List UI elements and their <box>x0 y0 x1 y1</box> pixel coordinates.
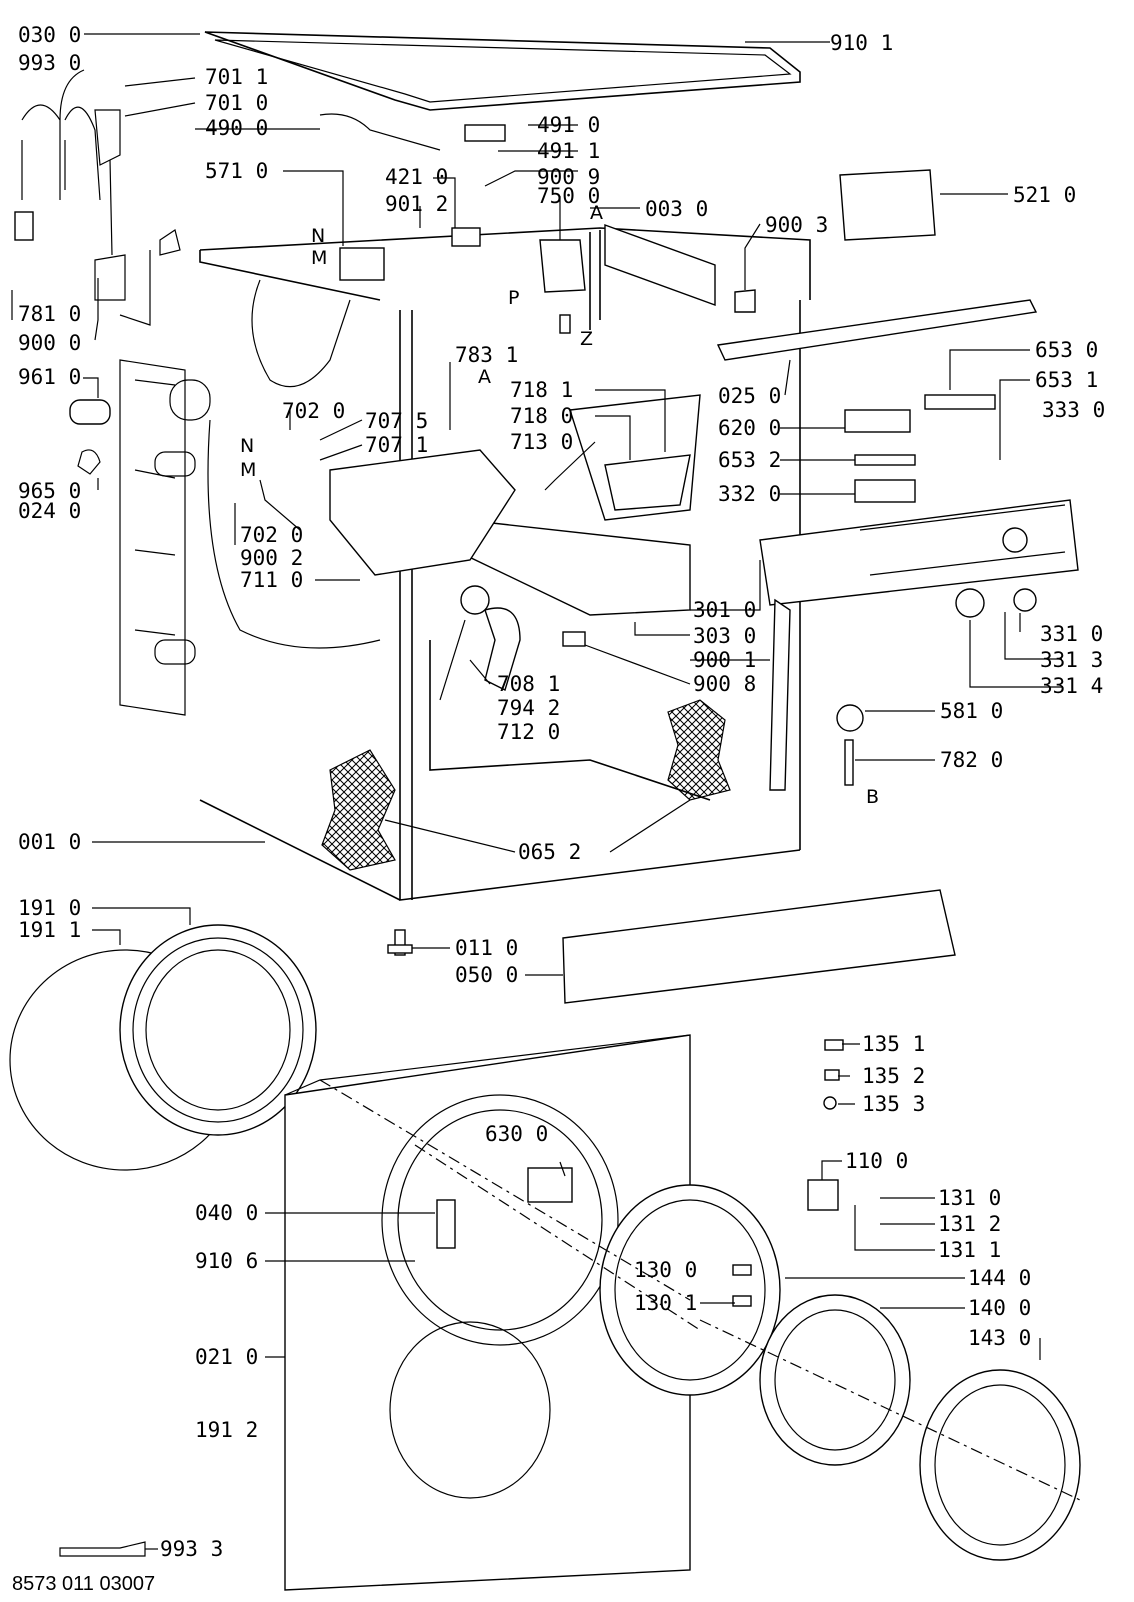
part-label: 900 3 <box>765 213 828 237</box>
part-label: 110 0 <box>845 1149 908 1173</box>
part-label: 707 5 <box>365 409 428 433</box>
part-label: 701 1 <box>205 65 268 89</box>
part-label: 900 2 <box>240 546 303 570</box>
part-label: 630 0 <box>485 1122 548 1146</box>
front-door-assembly <box>9 924 1081 1591</box>
part-label: 024 0 <box>18 499 81 523</box>
hoses-springs <box>14 104 864 786</box>
part-label: 900 0 <box>18 331 81 355</box>
reference-letter: M <box>311 247 327 269</box>
part-label: 011 0 <box>455 936 518 960</box>
part-label: 965 0 <box>18 479 81 503</box>
part-label: 143 0 <box>968 1326 1031 1350</box>
reference-letter: M <box>240 459 256 481</box>
part-label: 781 0 <box>18 302 81 326</box>
part-label: 581 0 <box>940 699 1003 723</box>
part-label: 707 1 <box>365 433 428 457</box>
part-label: 713 0 <box>510 430 573 454</box>
part-label: 901 2 <box>385 192 448 216</box>
part-label: 653 0 <box>1035 338 1098 362</box>
part-label: 135 1 <box>862 1032 925 1056</box>
part-label: 794 2 <box>497 696 560 720</box>
part-label: 030 0 <box>18 23 81 47</box>
reference-letter: Z <box>580 328 593 350</box>
part-label: 065 2 <box>518 840 581 864</box>
reference-letter: N <box>240 435 254 457</box>
reference-letter: B <box>866 786 879 808</box>
part-label: 620 0 <box>718 416 781 440</box>
part-label: 711 0 <box>240 568 303 592</box>
damping-pads <box>321 699 731 871</box>
part-label: 001 0 <box>18 830 81 854</box>
part-label: 701 0 <box>205 91 268 115</box>
part-label: 303 0 <box>693 624 756 648</box>
part-label: 910 6 <box>195 1249 258 1273</box>
reference-letter: N <box>311 225 325 247</box>
part-label: 718 0 <box>510 404 573 428</box>
part-label: 712 0 <box>497 720 560 744</box>
part-label: 750 0 <box>537 184 600 208</box>
reference-letter: P <box>508 287 519 309</box>
part-label: 900 8 <box>693 672 756 696</box>
reference-letter: A <box>590 202 603 224</box>
part-label: 708 1 <box>497 672 560 696</box>
part-label: 131 0 <box>938 1186 1001 1210</box>
part-label: 131 2 <box>938 1212 1001 1236</box>
reference-letter: A <box>478 366 491 388</box>
plinth-and-foot <box>387 889 956 1004</box>
cabinet-frame <box>119 31 811 901</box>
part-label: 653 2 <box>718 448 781 472</box>
part-label: 702 0 <box>240 523 303 547</box>
part-label: 140 0 <box>968 1296 1031 1320</box>
part-label: 491 1 <box>537 139 600 163</box>
part-label: 040 0 <box>195 1201 258 1225</box>
part-label: 900 1 <box>693 648 756 672</box>
part-label: 191 0 <box>18 896 81 920</box>
part-label: 993 0 <box>18 51 81 75</box>
part-label: 135 2 <box>862 1064 925 1088</box>
part-label: 571 0 <box>205 159 268 183</box>
part-label: 782 0 <box>940 748 1003 772</box>
diagram-code: 8573 011 03007 <box>12 1573 155 1595</box>
part-label: 331 4 <box>1040 674 1103 698</box>
part-label: 131 1 <box>938 1238 1001 1262</box>
reference-letters: A A N M N M P Z B <box>240 202 879 808</box>
part-label: 491 0 <box>537 113 600 137</box>
part-label: 333 0 <box>1042 398 1105 422</box>
part-label: 961 0 <box>18 365 81 389</box>
part-label: 135 3 <box>862 1092 925 1116</box>
part-label: 783 1 <box>455 343 518 367</box>
leader-lines <box>11 33 1062 1550</box>
part-label: 050 0 <box>455 963 518 987</box>
part-label: 021 0 <box>195 1345 258 1369</box>
part-label: 521 0 <box>1013 183 1076 207</box>
part-label: 025 0 <box>718 384 781 408</box>
part-label: 003 0 <box>645 197 708 221</box>
part-label: 191 1 <box>18 918 81 942</box>
part-label: 910 1 <box>830 31 893 55</box>
part-label: 331 0 <box>1040 622 1103 646</box>
part-label: 900 9 <box>537 165 600 189</box>
part-label: 332 0 <box>718 482 781 506</box>
part-label: 301 0 <box>693 598 756 622</box>
part-label: 331 3 <box>1040 648 1103 672</box>
control-panel-parts <box>329 169 1079 791</box>
part-label: 144 0 <box>968 1266 1031 1290</box>
part-label: 130 0 <box>634 1258 697 1282</box>
part-label: 702 0 <box>282 399 345 423</box>
part-label: 490 0 <box>205 116 268 140</box>
part-label: 718 1 <box>510 378 573 402</box>
part-label: 191 2 <box>195 1418 258 1442</box>
part-label: 130 1 <box>634 1291 697 1315</box>
part-label: 421 0 <box>385 165 448 189</box>
part-label: 653 1 <box>1035 368 1098 392</box>
part-labels: 030 0 993 0 701 1 701 0 490 0 491 0 491 … <box>18 23 1105 1561</box>
part-label: 993 3 <box>160 1537 223 1561</box>
